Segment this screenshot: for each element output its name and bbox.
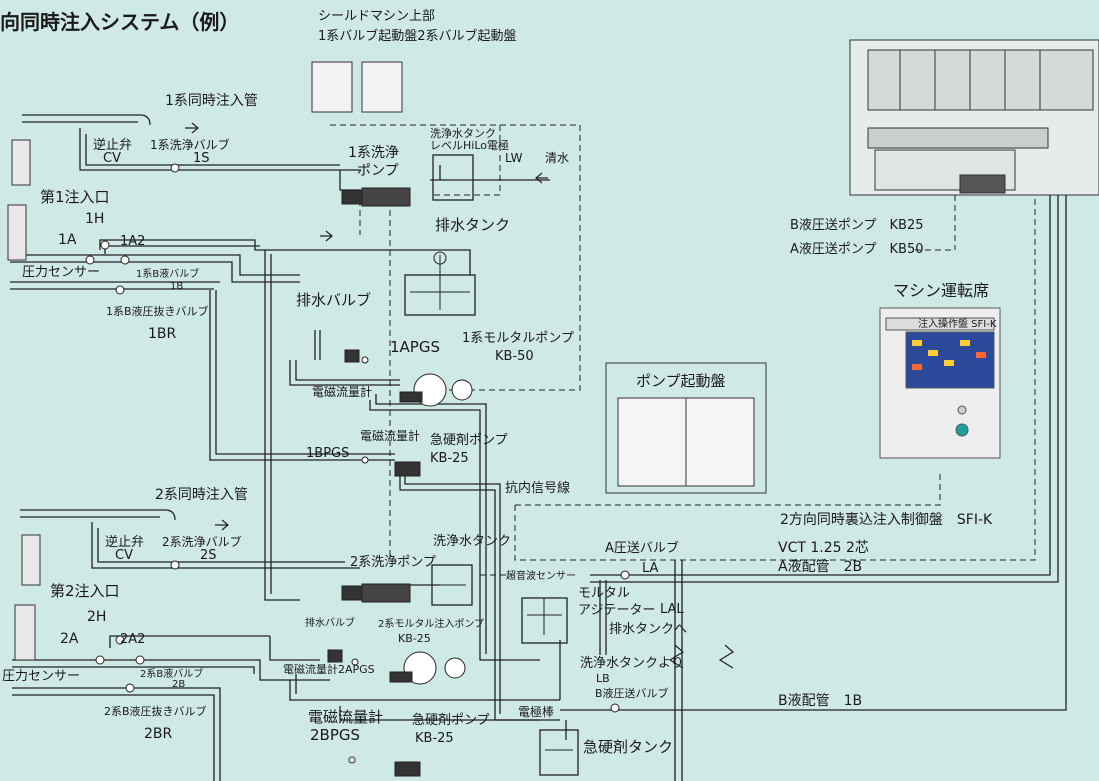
line2-wash-pump-label: 2系洗浄ポンプ <box>350 555 436 570</box>
line1-mortar-kb-label: KB-50 <box>495 349 534 364</box>
line2-hardener-kb-label: KB-25 <box>415 731 454 746</box>
line2-hardener-pump-label: 急硬剤ポンプ <box>412 713 490 728</box>
line1-a-label: 1A <box>58 232 77 248</box>
valve-boards-label: 1系バルブ起動盤2系バルブ起動盤 <box>318 29 517 44</box>
line1-br-label: 1BR <box>148 326 177 342</box>
line2-mortar-pump-label: 2系モルタル注入ポンプ <box>378 619 485 630</box>
line1-wash-tank-label: 洗浄水タンク <box>430 127 496 140</box>
line1-b-label: 1B <box>170 281 184 292</box>
signal-line-label: 抗内信号線 <box>505 481 571 496</box>
line2-drain-valve-label: 排水バルブ <box>305 618 355 629</box>
line2-h-label: 2H <box>87 609 107 625</box>
line1-bpgs-label: 1BPGS <box>306 446 350 461</box>
line1-inject-pipe-label: 1系同時注入管 <box>165 93 258 109</box>
line2-b-label: 2B <box>172 679 186 690</box>
line2-mortar-kb-label: KB-25 <box>398 632 431 645</box>
line1-a2-label: 1A2 <box>120 234 146 249</box>
line1-b-valve-label: 1系B液バルブ <box>136 269 200 280</box>
line1-mortar-pump-label: 1系モルタルポンプ <box>462 331 574 346</box>
pump-board-label: ポンプ起動盤 <box>636 372 726 390</box>
line2-wash-tank-label: 洗浄水タンク <box>433 534 512 549</box>
line1-b-drain-label: 1系B液圧抜きバルブ <box>106 305 209 318</box>
line1-s-label: 1S <box>193 151 210 166</box>
line1-flowmeter2-label: 電磁流量計 <box>360 429 421 443</box>
line1-h-label: 1H <box>85 211 105 227</box>
to-drain-tank-label: 排水タンクへ <box>609 622 688 637</box>
line2-b-drain-label: 2系B液圧抜きバルブ <box>104 705 207 718</box>
line1-level-electrode-label: レベルHiLo電極 <box>430 139 509 152</box>
control-panel-label: 2方向同時裏込注入制御盤 SFI-K <box>780 512 993 528</box>
line2-a2-label: 2A2 <box>120 632 146 647</box>
lb-label: LB <box>596 672 610 685</box>
agitator-label: アジテーター <box>578 603 656 618</box>
shield-top-label: シールドマシン上部 <box>318 9 436 24</box>
line2-inject-pipe-label: 2系同時注入管 <box>155 487 248 503</box>
b-pipe-label: B液配管 1B <box>778 693 863 709</box>
line2-pressure-sensor-label: 圧力センサー <box>2 669 81 684</box>
page-title: 向同時注入システム（例） <box>0 10 240 34</box>
b-valve-center-label: B液圧送バルブ <box>595 687 669 700</box>
line1-lw-label: LW <box>505 151 523 165</box>
b-pump-label: B液圧送ポンプ KB25 <box>790 218 924 233</box>
line2-cv-label: CV <box>115 548 133 563</box>
la-label: LA <box>642 561 659 576</box>
a-valve-label: A圧送バルブ <box>605 541 679 556</box>
line1-flowmeter-label: 電磁流量計 <box>312 385 373 399</box>
line1-wash-pump-label-2: ポンプ <box>357 163 399 179</box>
line1-pressure-sensor-label: 圧力センサー <box>22 265 101 280</box>
line1-hardener-kb-label: KB-25 <box>430 451 469 466</box>
a-pump-label: A液圧送ポンプ KB50 <box>790 242 924 257</box>
line2-wash-valve-label: 2系洗浄バルブ <box>162 535 242 549</box>
a-pipe-label: A液配管 2B <box>778 559 863 575</box>
control-panel-title: 注入操作盤 SFI-K <box>918 319 997 330</box>
line1-hardener-pump-label: 急硬剤ポンプ <box>430 433 508 448</box>
clean-water-label: 清水 <box>545 151 570 165</box>
line1-inlet-label: 第1注入口 <box>40 188 110 206</box>
electrode-rod-label: 電極棒 <box>518 705 555 719</box>
line2-s-label: 2S <box>200 548 217 563</box>
ultrasonic-sensor-label: 超音波センサー <box>506 571 576 582</box>
from-wash-tank-label: 洗浄水タンクより <box>580 656 684 671</box>
vct-label: VCT 1.25 2芯 <box>778 540 869 556</box>
line1-apgs-label: 1APGS <box>390 338 440 356</box>
mortar-label: モルタル <box>578 586 631 601</box>
line2-bpgs-label: 2BPGS <box>310 726 361 744</box>
line2-flowmeter-label: 電磁流量計 <box>308 708 384 726</box>
operator-seat-label: マシン運転席 <box>893 281 990 300</box>
line2-inlet-label: 第2注入口 <box>50 582 120 600</box>
line2-check-valve-label: 逆止弁 <box>105 535 145 550</box>
line1-wash-valve-label: 1系洗浄バルブ <box>150 138 230 152</box>
line1-check-valve-label: 逆止弁 <box>93 138 133 153</box>
line2-flowmeter-apgs-label: 電磁流量計2APGS <box>283 663 375 676</box>
line2-b-valve-label: 2系B液バルブ <box>140 669 204 680</box>
hardener-tank-label: 急硬剤タンク <box>583 738 674 756</box>
line1-drain-valve-label: 排水バルブ <box>296 291 372 309</box>
line2-br-label: 2BR <box>144 726 173 742</box>
line1-wash-pump-label: 1系洗浄 <box>348 145 399 161</box>
line2-a-label: 2A <box>60 631 79 647</box>
line1-cv-label: CV <box>103 151 121 166</box>
drain-tank-label: 排水タンク <box>435 216 511 234</box>
lal-label: LAL <box>660 602 684 617</box>
